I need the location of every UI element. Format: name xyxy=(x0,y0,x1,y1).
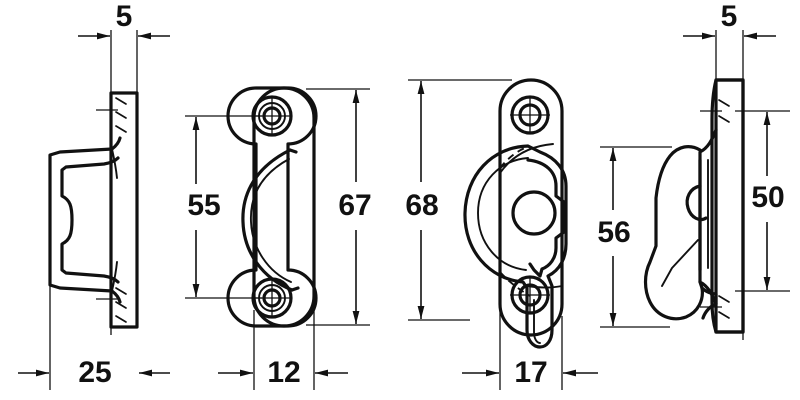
v3-pivot-hole xyxy=(511,190,557,236)
v1-flange-plate xyxy=(109,91,139,329)
v3-cam-outer-silhouette xyxy=(463,144,568,349)
v2-plate-body xyxy=(252,86,316,328)
v4-cam-shoulder xyxy=(661,239,699,287)
v4-section-hatch-top xyxy=(700,99,730,123)
v2-screw-hole-top xyxy=(251,95,293,137)
v1-section-hatch-bottom xyxy=(96,287,127,323)
dim-label-cam-height: 56 xyxy=(597,216,630,249)
v1-body-outer-profile xyxy=(48,136,122,304)
dim-label-thickness-left: 5 xyxy=(116,0,133,33)
dim-label-latch-height: 68 xyxy=(405,189,438,222)
v3-cam-inner-contour xyxy=(477,157,529,271)
v3-screw-hole-top xyxy=(510,95,550,135)
v3-cam-lobe-edge xyxy=(526,158,566,278)
dim-label-plate-width: 12 xyxy=(267,356,300,389)
dim-label-thickness-right: 5 xyxy=(721,0,738,33)
v3-hidden-tail xyxy=(499,271,531,297)
v4-cam-silhouette xyxy=(643,145,704,321)
dim-label-plate-height: 67 xyxy=(338,189,371,222)
v3-lever-sweep-upper xyxy=(499,143,554,174)
v2-keeper-inner-arc xyxy=(249,158,292,283)
v3-lever-tip xyxy=(533,299,541,344)
v2-keeper-outer-arc xyxy=(241,148,294,292)
v1-body-inner-profile xyxy=(60,156,120,284)
view-2-strike-plate-front: 55 67 12 xyxy=(185,86,372,390)
v1-fillet-bottom xyxy=(111,261,118,292)
dim-label-mount-height: 50 xyxy=(751,181,784,214)
dim-label-depth-left: 25 xyxy=(78,356,111,389)
dim-label-latch-width: 17 xyxy=(514,356,547,389)
v4-lever-foot xyxy=(700,286,718,320)
dim-label-hole-spacing: 55 xyxy=(187,189,220,222)
v1-section-hatch-top xyxy=(96,97,127,133)
v2-keeper-edge-bottom xyxy=(290,286,300,292)
view-3-cam-latch-front: 68 17 xyxy=(405,78,598,390)
v2-keeper-edge-top xyxy=(288,148,298,154)
v4-backplate-rect xyxy=(714,78,745,334)
v1-fillet-top xyxy=(111,148,118,179)
v3-hidden-lead xyxy=(499,146,529,169)
v4-pivot-bump xyxy=(685,184,708,222)
view-1-left-side-section: 5 xyxy=(18,0,170,390)
v3-lever-sweep-lower xyxy=(526,285,563,289)
view-4-cam-latch-side: 5 xyxy=(597,0,790,340)
